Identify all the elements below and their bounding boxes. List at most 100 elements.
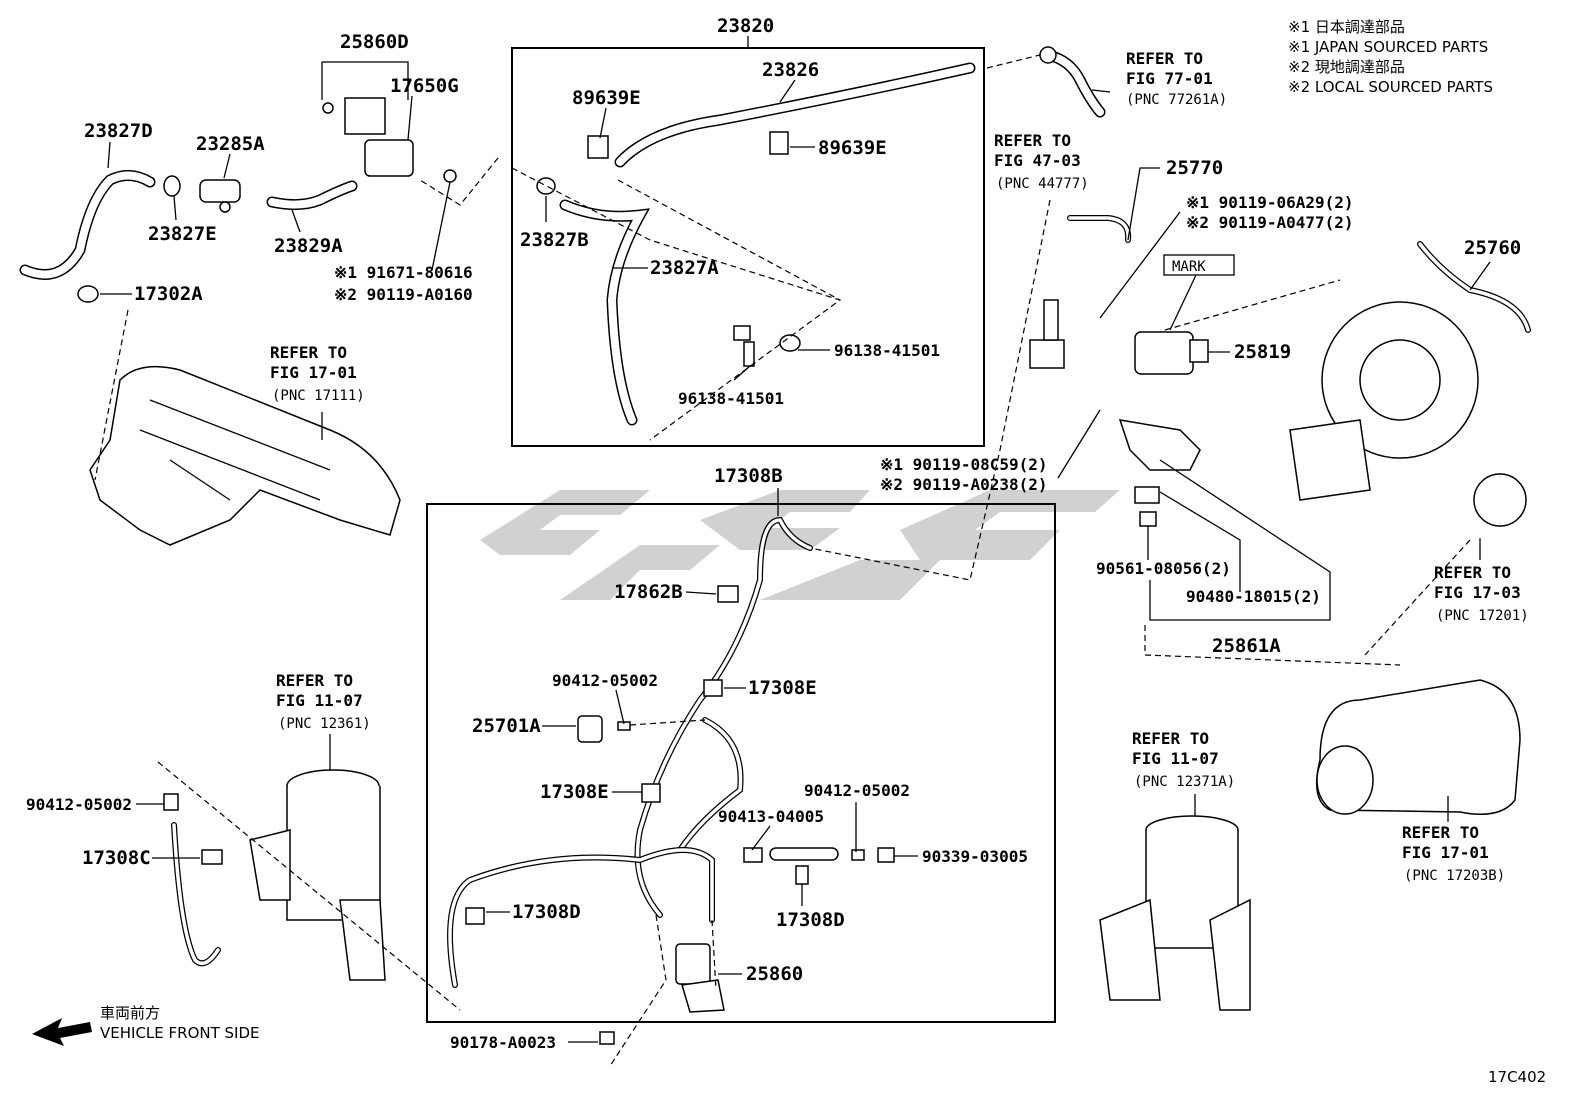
refer-fig47: REFER TO FIG 47-03 (PNC 44777): [994, 131, 1089, 192]
svg-text:FIG 77-01: FIG 77-01: [1126, 69, 1213, 88]
label-23827b: 23827B: [520, 229, 589, 251]
group-box-17308b: [426, 503, 1056, 1023]
label-17650g: 17650G: [390, 75, 459, 97]
svg-text:REFER TO: REFER TO: [1434, 563, 1511, 582]
svg-text:REFER TO: REFER TO: [1126, 49, 1203, 68]
svg-text:FIG 11-07: FIG 11-07: [276, 691, 363, 710]
svg-text:REFER TO: REFER TO: [270, 343, 347, 362]
label-17308e-a: 17308E: [748, 677, 817, 699]
label-17862b: 17862B: [614, 581, 683, 603]
dash-right-a: [1164, 279, 1341, 331]
dash-tl-a: [419, 157, 499, 206]
label-23827a: 23827A: [650, 257, 719, 279]
label-90119-a0160: ※2 90119-A0160: [334, 285, 473, 304]
dash-fig77: [986, 54, 1041, 69]
dash-box2-a: [609, 914, 667, 1067]
engine-mount-12361: [249, 769, 386, 981]
label-25770: 25770: [1166, 157, 1223, 179]
label-96138-b: 96138-41501: [678, 389, 784, 408]
hose-23829a: [266, 180, 358, 211]
label-96138-a: 96138-41501: [834, 341, 940, 360]
diagram-id: 17C402: [1488, 1068, 1546, 1086]
clamp-23827e: [163, 175, 181, 197]
clip-89639e-a: [587, 135, 609, 159]
legend-line-4: ※2 LOCAL SOURCED PARTS: [1288, 78, 1493, 96]
label-23826: 23826: [762, 59, 819, 81]
svg-text:FIG 47-03: FIG 47-03: [994, 151, 1081, 170]
label-90119-a0238: ※2 90119-A0238(2): [880, 475, 1048, 494]
svg-text:(PNC 44777): (PNC 44777): [996, 176, 1089, 192]
svg-text:(PNC 17203B): (PNC 17203B): [1404, 868, 1505, 884]
hose-23827a: [559, 199, 651, 426]
watermark-logo: [480, 490, 1120, 600]
label-25760: 25760: [1464, 237, 1521, 259]
vsv-25819: [1134, 331, 1209, 375]
hose-17308c: [163, 793, 223, 967]
label-17308e-b: 17308E: [540, 781, 609, 803]
svg-text:REFER TO: REFER TO: [1132, 729, 1209, 748]
label-90413: 90413-04005: [718, 807, 824, 826]
clip-17308e-a: [703, 679, 723, 697]
label-89639e-b: 89639E: [818, 137, 887, 159]
svg-text:REFER TO: REFER TO: [276, 671, 353, 690]
dash-box1-b: [617, 179, 841, 301]
dash-box2-b: [711, 919, 717, 991]
direction-jp: 車両前方: [100, 1004, 160, 1022]
label-90412-b: 90412-05002: [804, 781, 910, 800]
mark-box: [1163, 254, 1235, 276]
label-90119-a0477: ※2 90119-A0477(2): [1186, 213, 1354, 232]
dash-right-c: [1364, 539, 1471, 656]
dash-right-b: [1144, 625, 1401, 666]
refer-fig11-07a: REFER TO FIG 11-07 (PNC 12361): [276, 671, 371, 732]
front-direction-arrow: [32, 1018, 92, 1046]
hose-17308b: [447, 516, 813, 988]
label-17308d-b: 17308D: [776, 909, 845, 931]
label-89639e-a: 89639E: [572, 87, 641, 109]
refer-fig17-01a: REFER TO FIG 17-01 (PNC 17111): [270, 343, 365, 404]
label-90412-c: 90412-05002: [26, 795, 132, 814]
refer-fig17-01b: REFER TO FIG 17-01 (PNC 17203B): [1402, 823, 1505, 884]
clip-17862b: [717, 585, 739, 603]
label-23829a: 23829A: [274, 235, 343, 257]
vsv-17650g: [322, 97, 457, 183]
legend: ※1 日本調達部品 ※1 JAPAN SOURCED PARTS ※2 現地調達…: [1288, 18, 1493, 96]
vsv-25860: [599, 943, 725, 1045]
filter-25701a: [577, 715, 631, 743]
label-25860: 25860: [746, 963, 803, 985]
label-23827d: 23827D: [84, 120, 153, 142]
hose-fig77: [1039, 46, 1106, 118]
refer-fig11-07b: REFER TO FIG 11-07 (PNC 12371A): [1132, 729, 1235, 790]
label-17308c: 17308C: [82, 847, 151, 869]
svg-text:FIG 11-07: FIG 11-07: [1132, 749, 1219, 768]
svg-text:FIG 17-01: FIG 17-01: [1402, 843, 1489, 862]
label-90119-08c59: ※1 90119-08C59(2): [880, 455, 1048, 474]
bracket-25861a: [1118, 419, 1201, 527]
clamp-17302a: [77, 285, 99, 303]
label-25701a: 25701A: [472, 715, 541, 737]
dash-tl-b: [94, 309, 129, 481]
label-90178: 90178-A0023: [450, 1033, 556, 1052]
legend-line-3: ※2 現地調達部品: [1288, 58, 1405, 76]
label-17302a: 17302A: [134, 283, 203, 305]
label-90412-a: 90412-05002: [552, 671, 658, 690]
label-90480: 90480-18015(2): [1186, 587, 1321, 606]
label-91671: ※1 91671-80616: [334, 263, 473, 282]
label-90119-06a29: ※1 90119-06A29(2): [1186, 193, 1354, 212]
label-90561: 90561-08056(2): [1096, 559, 1231, 578]
sensor-fig47: [1029, 299, 1065, 369]
label-17308b: 17308B: [714, 465, 783, 487]
clamp-23827b: [536, 177, 556, 195]
air-duct-fig17-01b: [1315, 679, 1521, 815]
direction-en: VEHICLE FRONT SIDE: [100, 1024, 260, 1042]
label-23827e: 23827E: [148, 223, 217, 245]
label-23820: 23820: [717, 15, 774, 37]
hose-23827d: [19, 170, 156, 280]
svg-text:(PNC 17201): (PNC 17201): [1436, 608, 1529, 624]
label-25860d: 25860D: [340, 31, 409, 53]
svg-text:(PNC 12371A): (PNC 12371A): [1134, 774, 1235, 790]
svg-text:FIG 17-03: FIG 17-03: [1434, 583, 1521, 602]
clip-17308d-a: [465, 907, 485, 925]
bolt-96138: [733, 325, 801, 367]
leader-lines: [100, 36, 1491, 1043]
